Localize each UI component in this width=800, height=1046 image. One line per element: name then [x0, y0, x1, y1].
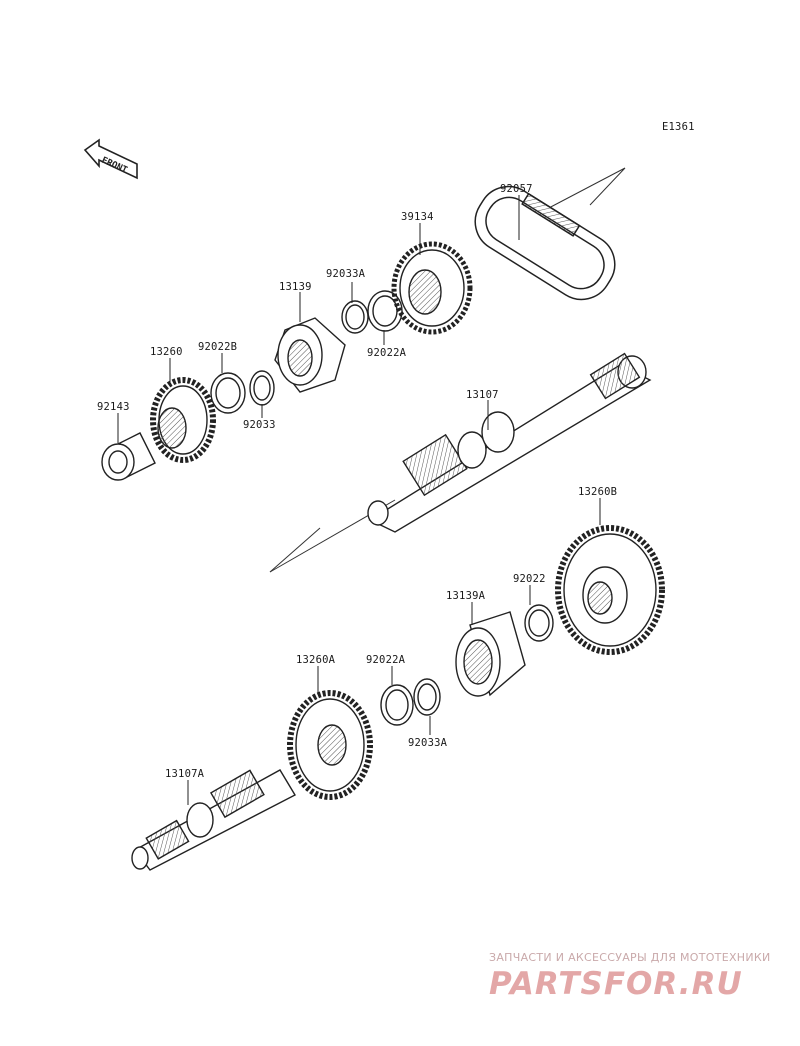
part-label-13107A[interactable]: 13107A	[165, 768, 205, 780]
part-label-92022A-top[interactable]: 92022A	[367, 347, 407, 359]
ring-92022A-bottom	[380, 684, 414, 726]
leader-lines	[117, 195, 601, 805]
gear-13260	[150, 377, 216, 463]
part-label-92022B[interactable]: 92022B	[198, 341, 238, 353]
shaft-13107A	[131, 769, 296, 871]
gear-13260A	[287, 690, 373, 800]
ring-92022B	[210, 372, 246, 414]
part-label-92022[interactable]: 92022	[513, 573, 546, 585]
watermark-logo: PARTSFOR.RU	[489, 966, 743, 1002]
part-label-39134[interactable]: 39134	[401, 211, 434, 223]
part-label-92022A-bottom[interactable]: 92022A	[366, 654, 406, 666]
chain-92057	[474, 185, 616, 301]
front-arrow-icon: FRONT	[83, 138, 138, 180]
part-label-92033[interactable]: 92033	[243, 419, 276, 431]
part-label-92057[interactable]: 92057	[500, 183, 533, 195]
part-label-92143[interactable]: 92143	[97, 401, 130, 413]
ring-92022A-top	[367, 290, 403, 332]
collar-13139A	[455, 611, 526, 697]
ring-92033A-top	[341, 300, 369, 334]
bushing-92143	[101, 432, 156, 481]
watermark-tagline: ЗАПЧАСТИ И АКСЕССУАРЫ ДЛЯ МОТОТЕХНИКИ	[489, 951, 771, 964]
ring-92022	[524, 604, 554, 642]
shaft-13107	[367, 352, 652, 533]
part-label-13139A[interactable]: 13139A	[446, 590, 486, 602]
part-label-13139[interactable]: 13139	[279, 281, 312, 293]
collar-13139	[274, 317, 346, 393]
part-label-13260B[interactable]: 13260B	[578, 486, 618, 498]
part-label-13260A[interactable]: 13260A	[296, 654, 336, 666]
part-label-13107[interactable]: 13107	[466, 389, 499, 401]
gear-39134	[391, 241, 473, 335]
part-label-92033A-bottom[interactable]: 92033A	[408, 737, 448, 749]
diagram-code: E1361	[662, 121, 695, 133]
gear-13260B	[555, 525, 665, 655]
ring-92033	[249, 370, 275, 406]
ring-92033A-bottom	[413, 678, 441, 716]
part-label-13260[interactable]: 13260	[150, 346, 183, 358]
part-label-92033A-top[interactable]: 92033A	[326, 268, 366, 280]
